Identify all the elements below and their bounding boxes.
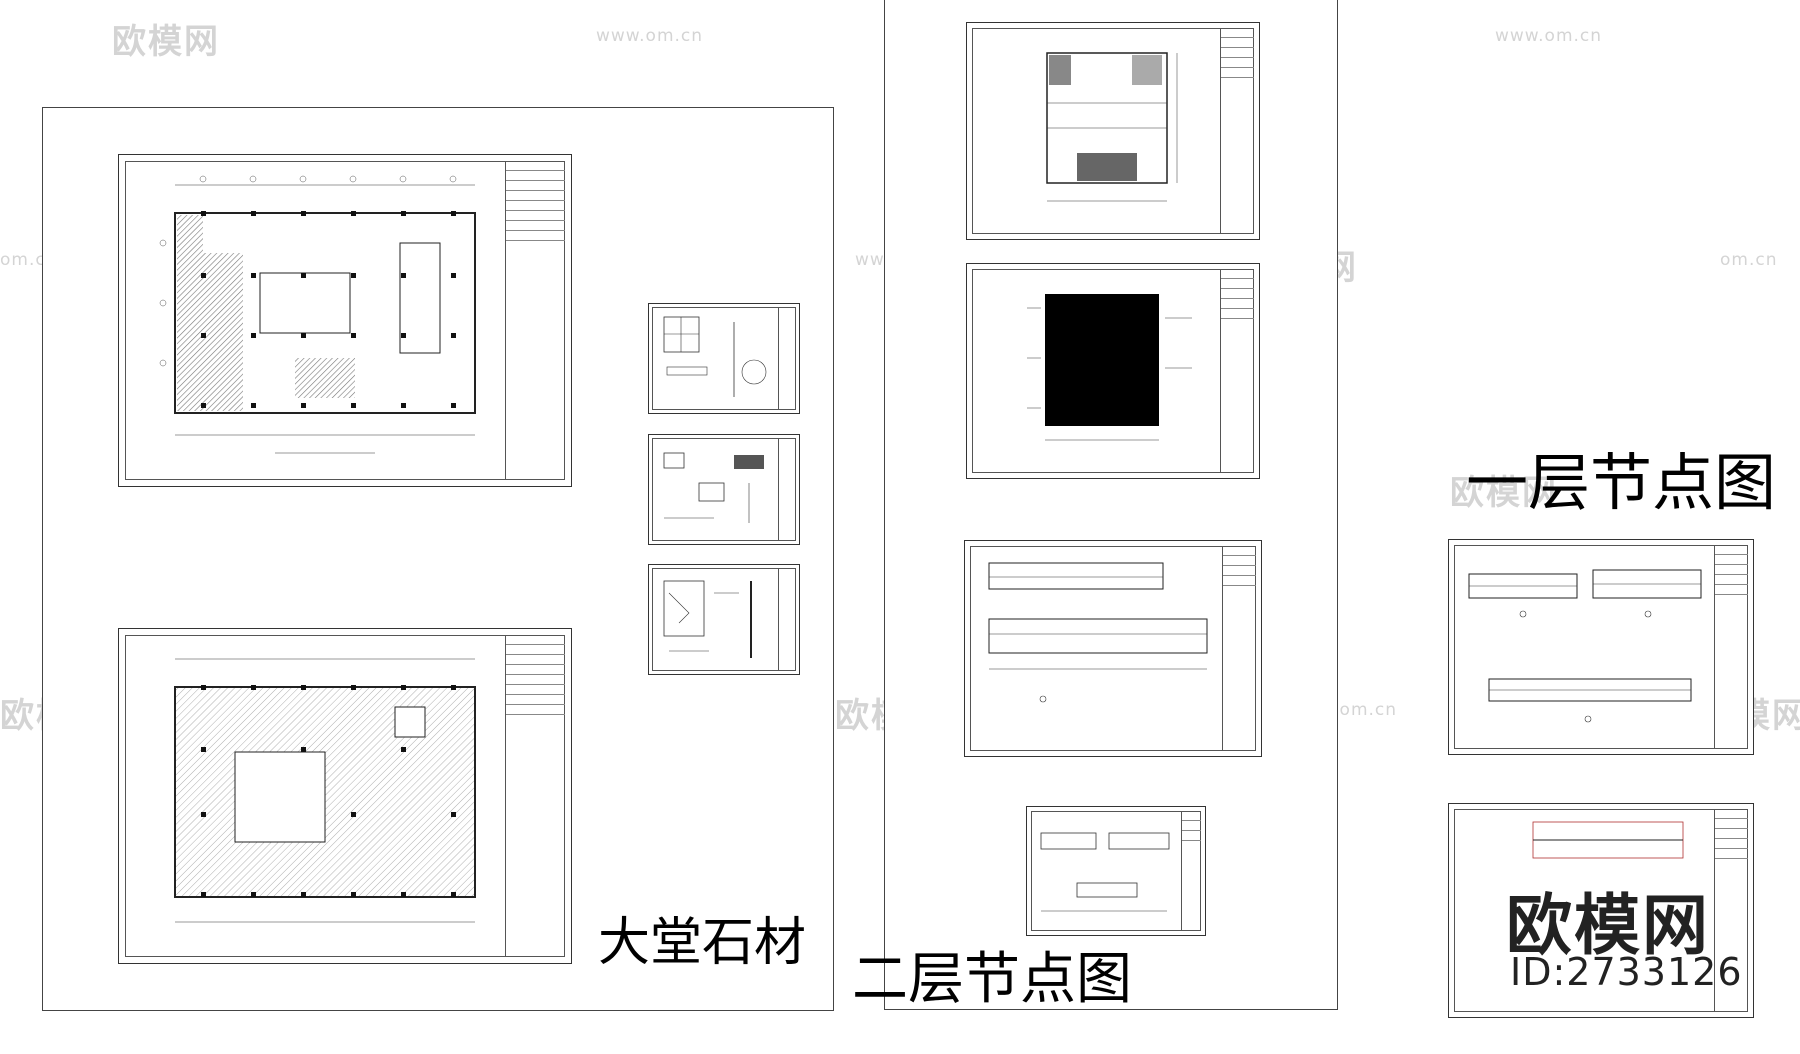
watermark-logo: 欧模网 bbox=[112, 22, 220, 62]
sheet-node-section-a[interactable] bbox=[964, 540, 1262, 757]
sheet-node-section-b[interactable] bbox=[1026, 806, 1206, 936]
sheet-floor-plan-1[interactable] bbox=[118, 154, 572, 487]
watermark-url: www.om.cn bbox=[596, 26, 704, 46]
floor-plan-drawing bbox=[174, 658, 476, 923]
sheet-first-floor-section-b[interactable] bbox=[1448, 803, 1754, 1018]
label-second-floor-nodes: 二层节点图 bbox=[852, 947, 1132, 1012]
title-block bbox=[505, 161, 565, 480]
section-drawing bbox=[1532, 821, 1684, 859]
detail-drawing bbox=[663, 316, 767, 397]
node-section-drawing bbox=[1040, 832, 1170, 912]
sheet-detail-a[interactable] bbox=[648, 303, 800, 414]
brand-id: ID:2733126 bbox=[1510, 950, 1743, 994]
detail-drawing bbox=[663, 452, 764, 523]
sheet-node-plan-a[interactable] bbox=[966, 22, 1260, 240]
floor-plan-drawing bbox=[159, 175, 476, 454]
label-first-floor-nodes: 一层节点图 bbox=[1466, 446, 1777, 519]
node-section-drawing bbox=[988, 562, 1208, 703]
sheet-detail-c[interactable] bbox=[648, 564, 800, 675]
detail-drawing bbox=[663, 580, 752, 658]
sheet-floor-plan-2[interactable] bbox=[118, 628, 572, 964]
section-drawing bbox=[1468, 569, 1702, 723]
node-plan-drawing bbox=[1027, 294, 1192, 441]
node-plan-drawing bbox=[1046, 52, 1178, 202]
watermark-url: om.cn bbox=[1720, 250, 1778, 270]
sheet-detail-b[interactable] bbox=[648, 434, 800, 545]
label-lobby-stone: 大堂石材 bbox=[598, 913, 807, 973]
brand-logo: 欧模网 bbox=[1506, 887, 1710, 964]
sheet-first-floor-section-a[interactable] bbox=[1448, 539, 1754, 755]
title-block bbox=[505, 635, 565, 957]
sheet-node-plan-b[interactable] bbox=[966, 263, 1260, 479]
watermark-url: www.om.cn bbox=[1495, 26, 1603, 46]
